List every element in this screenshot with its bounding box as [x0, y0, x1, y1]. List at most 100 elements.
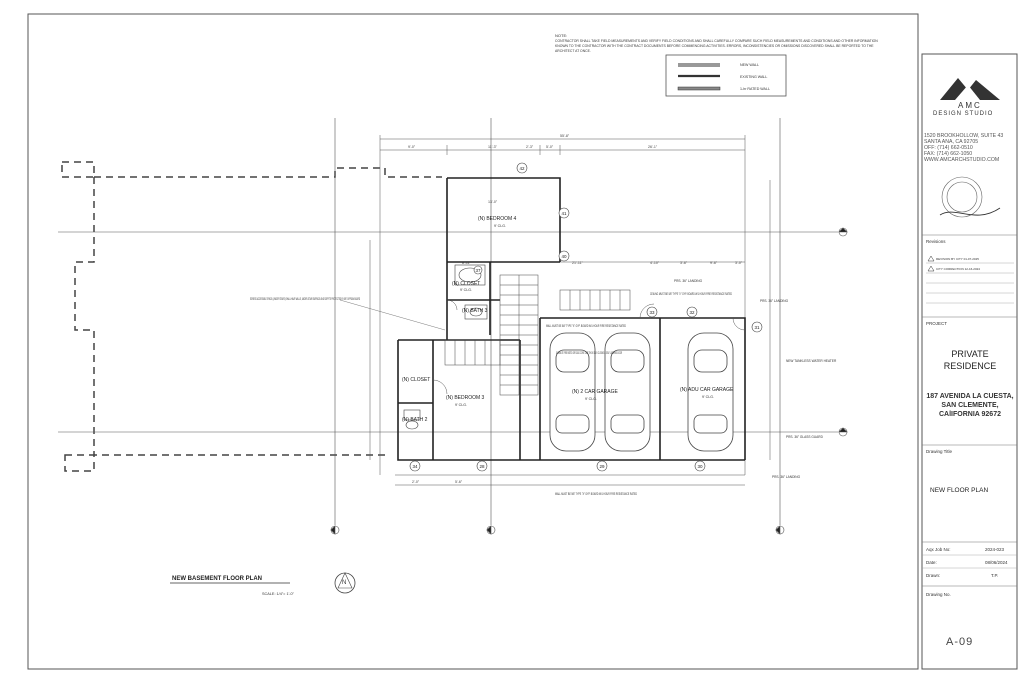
room-bedroom-3-clg: 9' CLG.: [455, 403, 467, 407]
stairs: [444, 274, 631, 396]
note-landing-2: PRS. 36" LANDING: [760, 299, 789, 303]
notes-heading: NOTE:: [555, 33, 567, 38]
studio-fax: FAX: (714) 662-1050: [924, 151, 972, 157]
job-number: 2024-023: [985, 547, 1005, 552]
bath-fixtures: [403, 264, 488, 430]
dim-10: 3'-6": [680, 261, 688, 265]
tag-30: 30: [697, 464, 703, 469]
room-closet-1: (N) CLOSET: [452, 281, 480, 287]
revisions-label: Revisions: [926, 239, 946, 244]
revision-2: CITY CORRECTION 12-16-2024: [936, 267, 980, 271]
tag-31: 31: [754, 325, 760, 330]
note-door: 20 MINUTE FIRE RATED OR SOLID CORE 1-3/8…: [556, 351, 622, 355]
room-adu-garage-clg: 9' CLG.: [702, 395, 714, 399]
room-bedroom-3: (N) BEDROOM 3: [446, 395, 485, 401]
studio-name: AMC: [958, 101, 982, 110]
legend-existing-wall: EXISTING WALL: [740, 75, 767, 79]
note-wall-1: WALL MUST BE 5/8" TYPE "X" GYP. BOARD W/…: [546, 324, 626, 328]
tag-42: 42: [519, 166, 525, 171]
studio-subname: DESIGN STUDIO: [933, 111, 993, 117]
general-notes: NOTE: CONTRACTOR SHALL TAKE FIELD MEASUR…: [555, 33, 878, 53]
tag-34: 34: [412, 464, 418, 469]
room-garage-clg: 9' CLG.: [585, 397, 597, 401]
dim-overall: 55'-8": [560, 134, 570, 138]
room-closet-1-clg: 9' CLG.: [460, 288, 472, 292]
studio-address-2: SANTA ANA, CA 92705: [924, 139, 978, 145]
tag-33: 33: [649, 310, 655, 315]
architect-seal-icon: [939, 176, 1001, 218]
dim-7: 8'-11": [462, 261, 472, 265]
plan-annotations: EGRESS ACCESSIBLE SPACE (UNDER STAIRS) S…: [250, 279, 837, 496]
dim-6: 13'-0": [488, 200, 498, 204]
room-bedroom-4-clg: 9' CLG.: [494, 224, 506, 228]
wall-legend: NEW WALL EXISTING WALL 1-hr RATED WALL: [665, 54, 787, 97]
dim-4: 5'-0": [546, 145, 554, 149]
dim-14: 5'-6": [455, 480, 463, 484]
tag-37: 37: [475, 268, 481, 273]
project-address-2: SAN CLEMENTE,: [941, 402, 998, 409]
studio-phone: OFF: (714) 662-0510: [924, 145, 973, 151]
drawn-value: T.P.: [991, 573, 998, 578]
tag-32: 32: [689, 310, 695, 315]
note-glass-guard: PRS. 36" GLASS GUARD: [786, 435, 824, 439]
project-address-3: CAlIFORNIA 92672: [939, 411, 1001, 418]
room-bedroom-4: (N) BEDROOM 4: [478, 216, 517, 222]
project-address-1: 187 AVENIDA LA CUESTA,: [926, 393, 1013, 400]
project-name-2: RESIDENCE: [944, 361, 997, 371]
plan-scale: SCALE: 1/4"= 1'-0": [262, 592, 295, 596]
legend-box: [665, 54, 787, 97]
date-value: 08/06/2024: [985, 560, 1008, 565]
dim-2: 11'-3": [488, 145, 498, 149]
studio-web: WWW.AMCARCHSTUDIO.COM: [924, 157, 999, 163]
dim-1: 9'-0": [408, 145, 416, 149]
tag-41: 41: [561, 211, 567, 216]
dim-5: 26'-1": [648, 145, 658, 149]
legend-new-wall: NEW WALL: [740, 63, 759, 67]
room-bath-2: (N) BATH 2: [402, 417, 428, 423]
garage-cars: [549, 332, 734, 452]
legend-rated-wall: 1-hr RATED WALL: [740, 87, 770, 91]
project-label: PROJECT: [926, 321, 947, 326]
note-egress: EGRESS ACCESSIBLE SPACE (UNDER STAIRS) S…: [250, 297, 360, 301]
sheet-border: [27, 13, 919, 670]
tag-40: 40: [561, 254, 567, 259]
plan-title-block: NEW BASEMENT FLOOR PLAN SCALE: 1/4"= 1'-…: [170, 572, 356, 596]
title-block-border: [921, 53, 1018, 670]
revision-delta-icon: [927, 265, 935, 272]
project-name-1: PRIVATE: [951, 349, 988, 359]
note-wall-2: WALL MUST BE 5/8" TYPE "X" GYP. BOARD W/…: [555, 492, 637, 496]
drawn-label: Drawn:: [926, 573, 940, 578]
grid-lines: [58, 118, 848, 535]
room-adu-garage: (N) ADU CAR GARAGE: [680, 387, 734, 393]
note-landing-3: PRS. 36" LANDING: [772, 475, 801, 479]
dim-13: 2'-0": [412, 480, 420, 484]
note-ceiling: CEILING MUST BE 5/8" TYPE "X" GYP. BOARD…: [650, 292, 732, 296]
drawing-number-label: Drawing No.: [926, 592, 951, 597]
date-label: Date:: [926, 560, 937, 565]
dim-11: 9'-6": [710, 261, 718, 265]
notes-line-1: CONTRACTOR SHALL TAKE FIELD MEASUREMENTS…: [555, 39, 878, 43]
room-garage: (N) 2 CAR GARAGE: [572, 389, 619, 395]
revision-1: REVISION BY CITY 01-07-2025: [936, 257, 979, 261]
drawing-title: NEW FLOOR PLAN: [930, 487, 988, 494]
keynote-tags: 42 41 40 37 33 32 31 34 28 29 30: [409, 162, 763, 472]
dim-12: 3'-0": [735, 261, 743, 265]
door-swings: [432, 299, 746, 395]
tag-28: 28: [479, 464, 485, 469]
job-number-label: Aqx Job No:: [926, 547, 951, 552]
dimension-labels: 55'-8" 9'-0" 11'-3" 2'-3" 5'-0" 26'-1" 1…: [408, 134, 743, 484]
dim-9: 4'-10": [650, 261, 660, 265]
room-labels: (N) BEDROOM 4 9' CLG. (N) CLOSET 9' CLG.…: [402, 216, 734, 423]
plan-title: NEW BASEMENT FLOOR PLAN: [172, 576, 262, 582]
drawing-title-label: Drawing Title: [926, 449, 953, 454]
notes-line-2: KNOWN TO THE CONTRACTOR WITH THE CONTRAC…: [555, 44, 874, 48]
drawing-number: A-09: [946, 636, 973, 648]
svg-text:N: N: [342, 580, 346, 586]
room-bath-3: (N) BATH 3: [462, 308, 488, 314]
room-closet-2: (N) CLOSET: [402, 377, 430, 383]
tag-29: 29: [599, 464, 605, 469]
note-landing-1: PRS. 36" LANDING: [674, 279, 703, 283]
existing-house-outline: [61, 161, 442, 472]
studio-address-1: 1520 BROOKHOLLOW, SUITE 43: [924, 133, 1003, 139]
